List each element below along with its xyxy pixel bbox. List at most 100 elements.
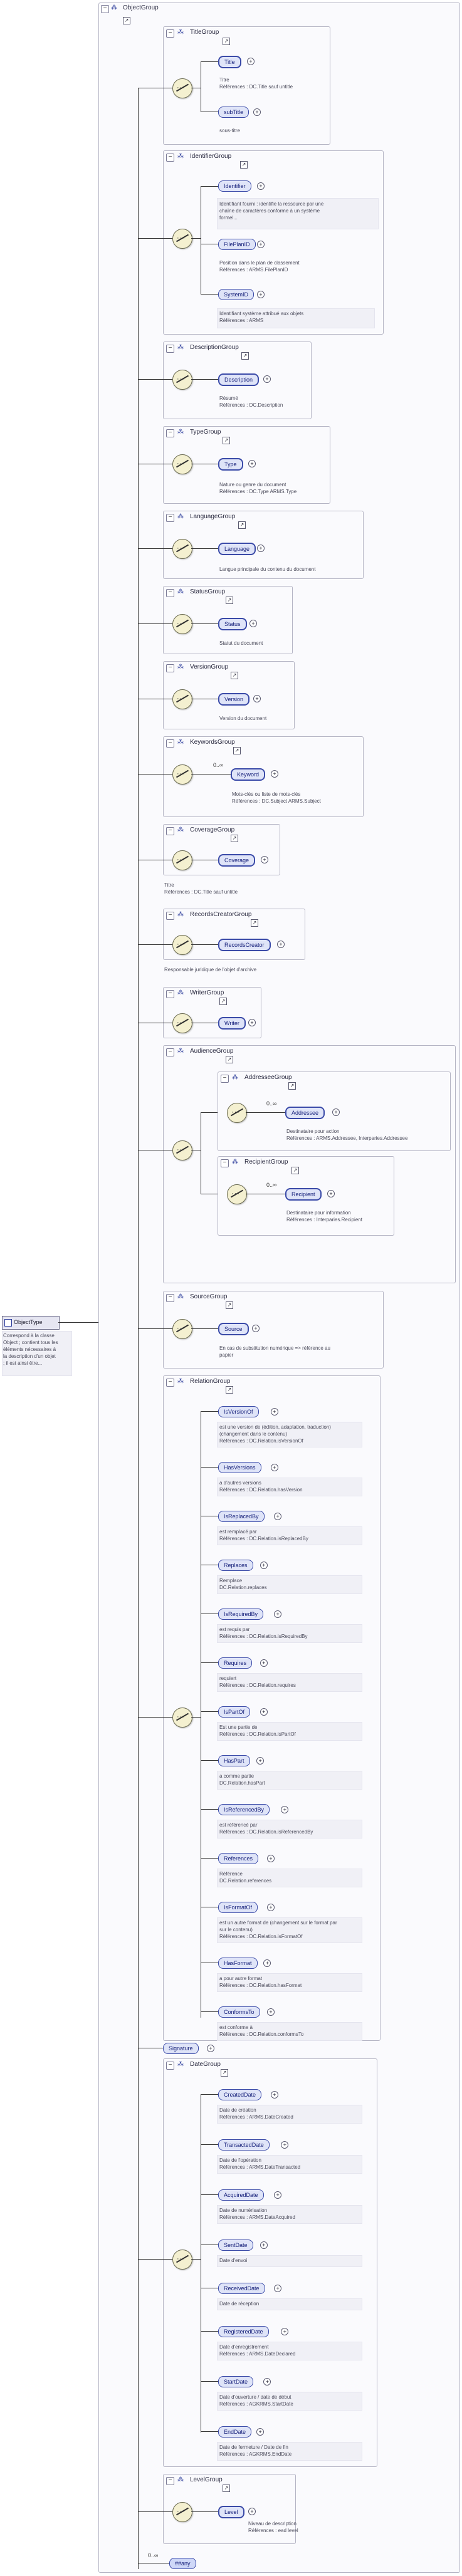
status-expand-button[interactable]: + — [249, 620, 257, 627]
conformsto-expand-button[interactable]: + — [267, 2008, 275, 2016]
hasformat-expand-button[interactable]: + — [263, 1959, 271, 1967]
expand-icon[interactable]: ↗ — [226, 1301, 233, 1309]
receiveddate-expand-button[interactable]: + — [274, 2285, 282, 2292]
sentdate-expand-button[interactable]: + — [260, 2241, 268, 2249]
expand-icon[interactable]: ↗ — [226, 1056, 233, 1063]
replaces-expand-button[interactable]: + — [260, 1562, 268, 1569]
startdate-element[interactable]: StartDate — [218, 2376, 254, 2387]
expand-icon[interactable]: ↗ — [241, 352, 249, 360]
requires-expand-button[interactable]: + — [260, 1659, 268, 1667]
source-element[interactable]: Source — [218, 1323, 249, 1335]
acquireddate-expand-button[interactable]: + — [274, 2191, 282, 2199]
status-group-collapse-button[interactable]: − — [166, 589, 174, 597]
conformsto-element[interactable]: ConformsTo — [218, 2006, 260, 2018]
keyword-element[interactable]: Keyword — [231, 768, 266, 781]
ispartof-expand-button[interactable]: + — [260, 1708, 268, 1716]
registereddate-element[interactable]: RegisteredDate — [218, 2326, 269, 2337]
fileplanid-expand-button[interactable]: + — [257, 241, 265, 248]
fileplanid-element[interactable]: FilePlanID — [218, 239, 256, 250]
expand-icon[interactable]: ↗ — [231, 672, 238, 679]
language-group-collapse-button[interactable]: − — [166, 514, 174, 522]
expand-icon[interactable]: ↗ — [288, 1082, 296, 1090]
coverage-element[interactable]: Coverage — [218, 854, 256, 867]
recipient-expand-button[interactable]: + — [327, 1190, 335, 1197]
systemid-expand-button[interactable]: + — [257, 291, 265, 298]
isrequiredby-expand-button[interactable]: + — [274, 1610, 282, 1618]
isrequiredby-element[interactable]: IsRequiredBy — [218, 1609, 264, 1620]
source-group-collapse-button[interactable]: − — [166, 1294, 174, 1302]
audience-group-collapse-button[interactable]: − — [166, 1048, 174, 1056]
description-element[interactable]: Description — [218, 373, 260, 386]
expand-icon[interactable]: ↗ — [123, 17, 130, 24]
writer-group-collapse-button[interactable]: − — [166, 990, 174, 998]
expand-icon[interactable]: ↗ — [240, 161, 248, 169]
keywords-group-collapse-button[interactable]: − — [166, 739, 174, 748]
writer-expand-button[interactable]: + — [248, 1019, 256, 1026]
recipient-element[interactable]: Recipient — [285, 1188, 322, 1201]
receiveddate-element[interactable]: ReceivedDate — [218, 2283, 265, 2294]
expand-icon[interactable]: ↗ — [291, 1167, 299, 1174]
enddate-expand-button[interactable]: + — [256, 2428, 265, 2436]
isversionof-expand-button[interactable]: + — [270, 1408, 278, 1416]
signature-element[interactable]: Signature — [163, 2043, 199, 2054]
addressee-expand-button[interactable]: + — [332, 1108, 340, 1116]
references-element[interactable]: References — [218, 1853, 259, 1864]
references-expand-button[interactable]: + — [267, 1855, 275, 1862]
ispartof-element[interactable]: IsPartOf — [218, 1706, 251, 1718]
expand-icon[interactable]: ↗ — [251, 919, 258, 927]
haspart-expand-button[interactable]: + — [256, 1757, 265, 1765]
description-expand-button[interactable]: + — [263, 375, 271, 383]
requires-element[interactable]: Requires — [218, 1657, 253, 1669]
replaces-element[interactable]: Replaces — [218, 1560, 253, 1571]
isreferencedby-element[interactable]: IsReferencedBy — [218, 1804, 270, 1815]
expand-icon[interactable]: ↗ — [226, 597, 233, 604]
type-element[interactable]: Type — [218, 458, 243, 471]
title-element[interactable]: Title — [218, 56, 241, 68]
sentdate-element[interactable]: SentDate — [218, 2240, 253, 2251]
identifier-element[interactable]: Identifier — [218, 180, 251, 192]
haspart-element[interactable]: HasPart — [218, 1755, 250, 1766]
any-element[interactable]: ##any — [169, 2558, 196, 2569]
addressee-element[interactable]: Addressee — [285, 1107, 325, 1119]
version-group-collapse-button[interactable]: − — [166, 664, 174, 672]
isformatof-expand-button[interactable]: + — [267, 1904, 275, 1911]
expand-icon[interactable]: ↗ — [221, 2069, 228, 2077]
level-expand-button[interactable]: + — [248, 2508, 256, 2515]
hasformat-element[interactable]: HasFormat — [218, 1958, 258, 1969]
status-element[interactable]: Status — [218, 618, 247, 630]
signature-expand-button[interactable]: + — [207, 2045, 214, 2052]
expand-icon[interactable]: ↗ — [223, 437, 230, 444]
description-group-collapse-button[interactable]: − — [166, 345, 174, 353]
coverage-expand-button[interactable]: + — [261, 856, 268, 863]
keyword-expand-button[interactable]: + — [271, 770, 278, 778]
isversionof-element[interactable]: IsVersionOf — [218, 1406, 259, 1417]
createddate-expand-button[interactable]: + — [270, 2091, 278, 2099]
systemid-element[interactable]: SystemID — [218, 289, 255, 300]
expand-icon[interactable]: ↗ — [223, 2485, 230, 2492]
expand-icon[interactable]: ↗ — [219, 998, 227, 1005]
expand-icon[interactable]: ↗ — [226, 1386, 233, 1394]
coverage-group-collapse-button[interactable]: − — [166, 827, 174, 835]
identifier-expand-button[interactable]: + — [257, 182, 265, 190]
enddate-element[interactable]: EndDate — [218, 2426, 252, 2438]
hasversions-expand-button[interactable]: + — [270, 1464, 278, 1471]
date-group-collapse-button[interactable]: − — [166, 2062, 174, 2070]
type-group-collapse-button[interactable]: − — [166, 429, 174, 437]
recipient-group-collapse-button[interactable]: − — [221, 1159, 229, 1167]
acquireddate-element[interactable]: AcquiredDate — [218, 2189, 264, 2201]
recordscreator-expand-button[interactable]: + — [277, 941, 285, 948]
level-group-collapse-button[interactable]: − — [166, 2477, 174, 2485]
recordscreator-element[interactable]: RecordsCreator — [218, 939, 271, 951]
expand-icon[interactable]: ↗ — [233, 747, 241, 754]
recordscreator-group-collapse-button[interactable]: − — [166, 912, 174, 920]
object-group-collapse-button[interactable]: − — [101, 5, 109, 13]
expand-icon[interactable]: ↗ — [223, 38, 230, 45]
version-element[interactable]: Version — [218, 693, 250, 706]
isreplacedby-expand-button[interactable]: + — [274, 1513, 282, 1520]
title-expand-button[interactable]: + — [247, 58, 255, 65]
expand-icon[interactable]: ↗ — [231, 835, 238, 842]
createddate-element[interactable]: CreatedDate — [218, 2089, 262, 2100]
root-element[interactable]: ObjectType — [2, 1316, 60, 1330]
registereddate-expand-button[interactable]: + — [281, 2328, 289, 2335]
type-expand-button[interactable]: + — [248, 460, 256, 467]
